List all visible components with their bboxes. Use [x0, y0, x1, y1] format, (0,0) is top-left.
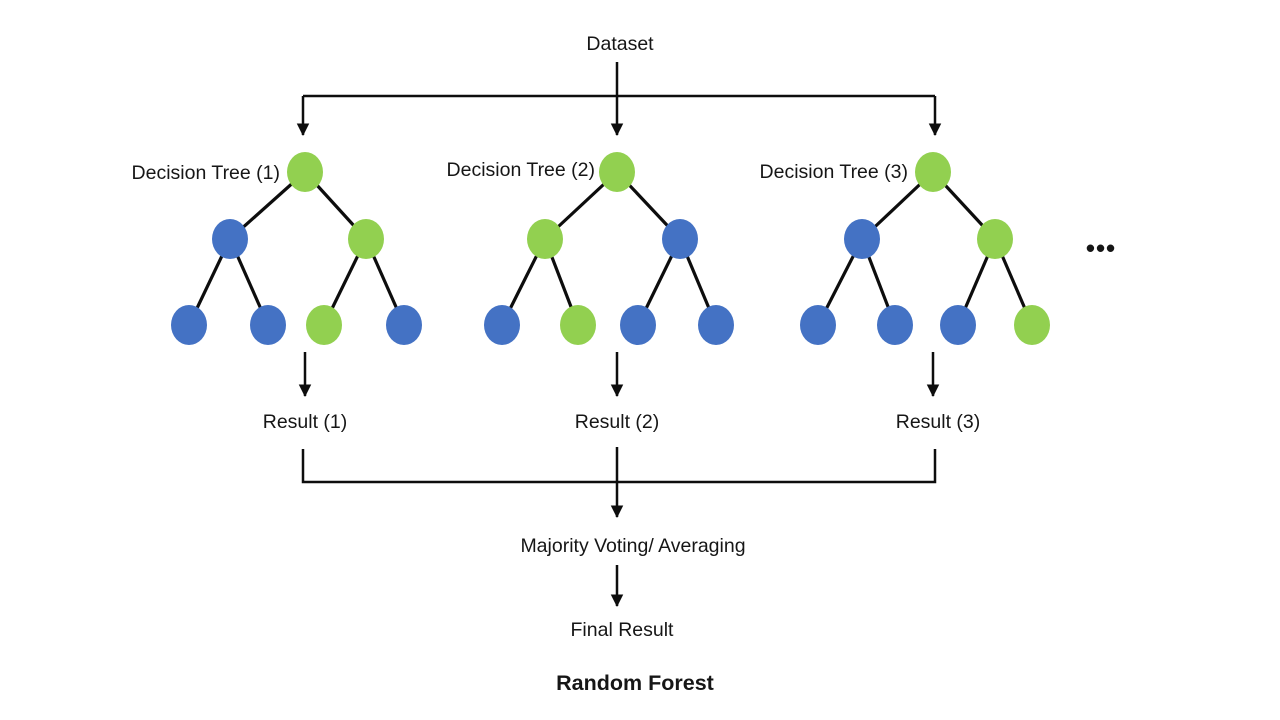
tree-2-leaf-2 [560, 305, 596, 345]
tree-1-leaf-1 [171, 305, 207, 345]
tree-1-leaf-3 [306, 305, 342, 345]
tree-2-leaf-3 [620, 305, 656, 345]
tree-1-root-node [287, 152, 323, 192]
tree-1-right-node [348, 219, 384, 259]
tree-2-left-node [527, 219, 563, 259]
tree-2-leaf-1 [484, 305, 520, 345]
decision-tree-3-label: Decision Tree (3) [760, 161, 908, 183]
dataset-split-connector [296, 62, 942, 137]
decision-tree-1-label: Decision Tree (1) [132, 162, 280, 184]
tree-1-leaf-2 [250, 305, 286, 345]
tree-3-right-node [977, 219, 1013, 259]
tree-1-left-node [212, 219, 248, 259]
decision-tree-1: Decision Tree (1) Result (1) [132, 152, 422, 433]
diagram-title: Random Forest [556, 671, 714, 695]
tree-3-leaf-2 [877, 305, 913, 345]
tree-3-root-node [915, 152, 951, 192]
result-1-label: Result (1) [263, 411, 348, 433]
final-result-label: Final Result [571, 619, 675, 641]
tree-3-leaf-1 [800, 305, 836, 345]
merge-bracket-line [301, 449, 937, 484]
tree-3-leaf-3 [940, 305, 976, 345]
dataset-label: Dataset [586, 33, 654, 55]
tree-1-leaf-4 [386, 305, 422, 345]
tree-2-root-node [599, 152, 635, 192]
tree-3-left-node [844, 219, 880, 259]
decision-tree-2: Decision Tree (2) Result (2) [447, 152, 734, 433]
tree-3-leaf-4 [1014, 305, 1050, 345]
result-2-label: Result (2) [575, 411, 660, 433]
more-trees-ellipsis: ••• [1086, 233, 1116, 263]
decision-tree-2-label: Decision Tree (2) [447, 159, 595, 181]
tree-2-right-node [662, 219, 698, 259]
tree-2-leaf-4 [698, 305, 734, 345]
results-merge-connector [301, 447, 937, 519]
result-3-label: Result (3) [896, 411, 981, 433]
aggregation-label: Majority Voting/ Averaging [520, 535, 745, 557]
decision-tree-3: Decision Tree (3) Result (3) [760, 152, 1050, 433]
